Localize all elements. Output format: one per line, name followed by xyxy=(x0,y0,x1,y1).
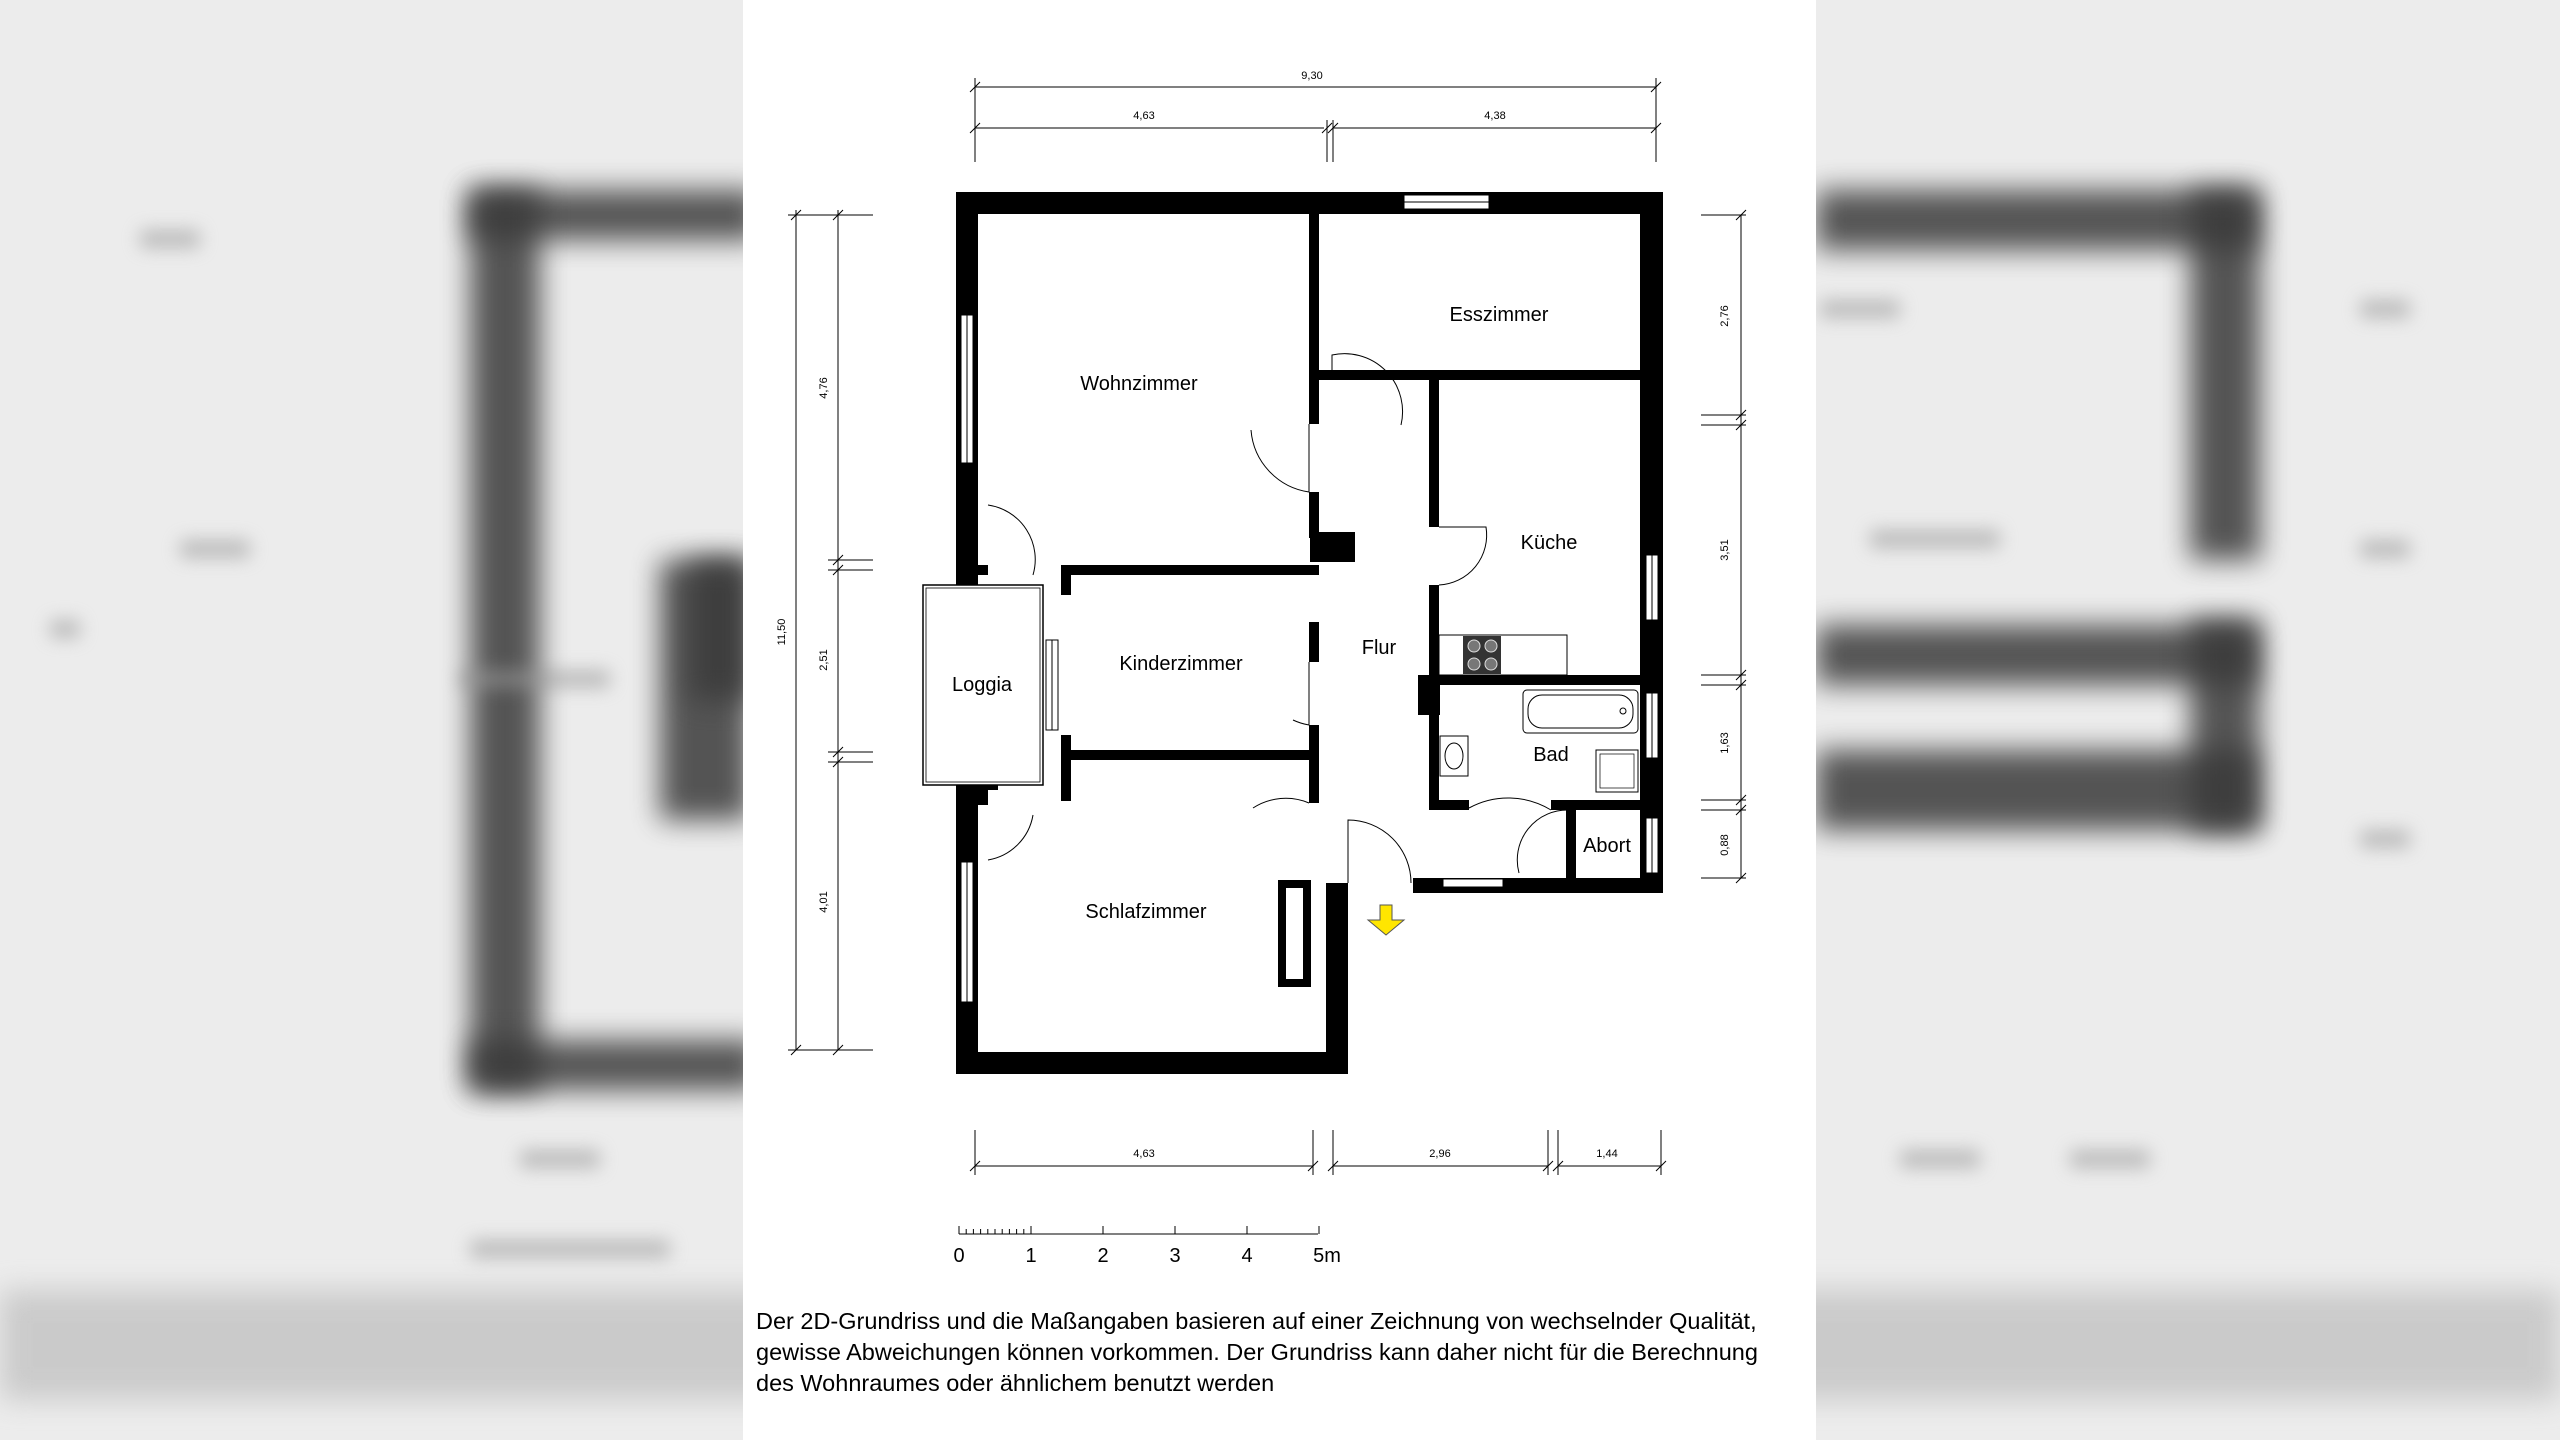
dim-right-1: 2,76 xyxy=(1719,305,1731,326)
room-label-kueche: Küche xyxy=(1521,532,1578,554)
entrance-arrow xyxy=(1366,904,1406,936)
dim-right-2: 3,51 xyxy=(1719,539,1731,560)
dim-top-left: 4,63 xyxy=(1133,110,1154,122)
dim-bottom-1: 4,63 xyxy=(1133,1148,1154,1160)
scale-tick-label: 4 xyxy=(1241,1245,1252,1267)
room-label-kinderzimmer: Kinderzimmer xyxy=(1119,653,1243,675)
room-label-loggia: Loggia xyxy=(952,674,1013,696)
room-label-flur: Flur xyxy=(1362,637,1397,659)
disclaimer-text: Der 2D-Grundriss und die Maßangaben basi… xyxy=(756,1306,1816,1399)
scale-bar xyxy=(958,1226,1320,1235)
dim-left-1: 4,76 xyxy=(818,377,830,398)
loggia-outline xyxy=(922,584,1044,786)
dim-left-2: 2,51 xyxy=(818,649,830,670)
room-label-bad: Bad xyxy=(1533,744,1569,766)
floor-plan-drawing: Wohnzimmer Esszimmer Küche Kinderzimmer … xyxy=(776,70,1747,1267)
scale-tick-label: 1 xyxy=(1025,1245,1036,1267)
room-label-schlafzimmer: Schlafzimmer xyxy=(1085,901,1206,923)
dim-top-right: 4,38 xyxy=(1484,110,1505,122)
kitchen-counter xyxy=(1438,634,1568,676)
dim-bottom-2: 2,96 xyxy=(1429,1148,1450,1160)
room-label-abort: Abort xyxy=(1583,835,1631,857)
scale-tick-label: 5m xyxy=(1313,1245,1341,1267)
floor-plan-panel: Wohnzimmer Esszimmer Küche Kinderzimmer … xyxy=(743,0,1816,1440)
dim-left-total: 11,50 xyxy=(776,619,788,646)
shower-tray xyxy=(1595,749,1639,793)
dim-right-3: 1,63 xyxy=(1719,732,1731,753)
disclaimer-line-1: Der 2D-Grundriss und die Maßangaben basi… xyxy=(756,1308,1757,1334)
room-label-esszimmer: Esszimmer xyxy=(1450,304,1549,326)
dim-right-4: 0,88 xyxy=(1719,834,1731,855)
disclaimer-line-2: gewisse Abweichungen können vorkommen. D… xyxy=(756,1339,1758,1365)
dim-left-3: 4,01 xyxy=(818,891,830,912)
dim-bottom-3: 1,44 xyxy=(1596,1148,1617,1160)
scale-tick-label: 2 xyxy=(1097,1245,1108,1267)
room-label-wohnzimmer: Wohnzimmer xyxy=(1080,373,1198,395)
scale-tick-label: 3 xyxy=(1169,1245,1180,1267)
disclaimer-line-3: des Wohnraumes oder ähnlichem benutzt we… xyxy=(756,1370,1275,1396)
dim-top-total: 9,30 xyxy=(1301,70,1322,82)
scale-tick-label: 0 xyxy=(953,1245,964,1267)
